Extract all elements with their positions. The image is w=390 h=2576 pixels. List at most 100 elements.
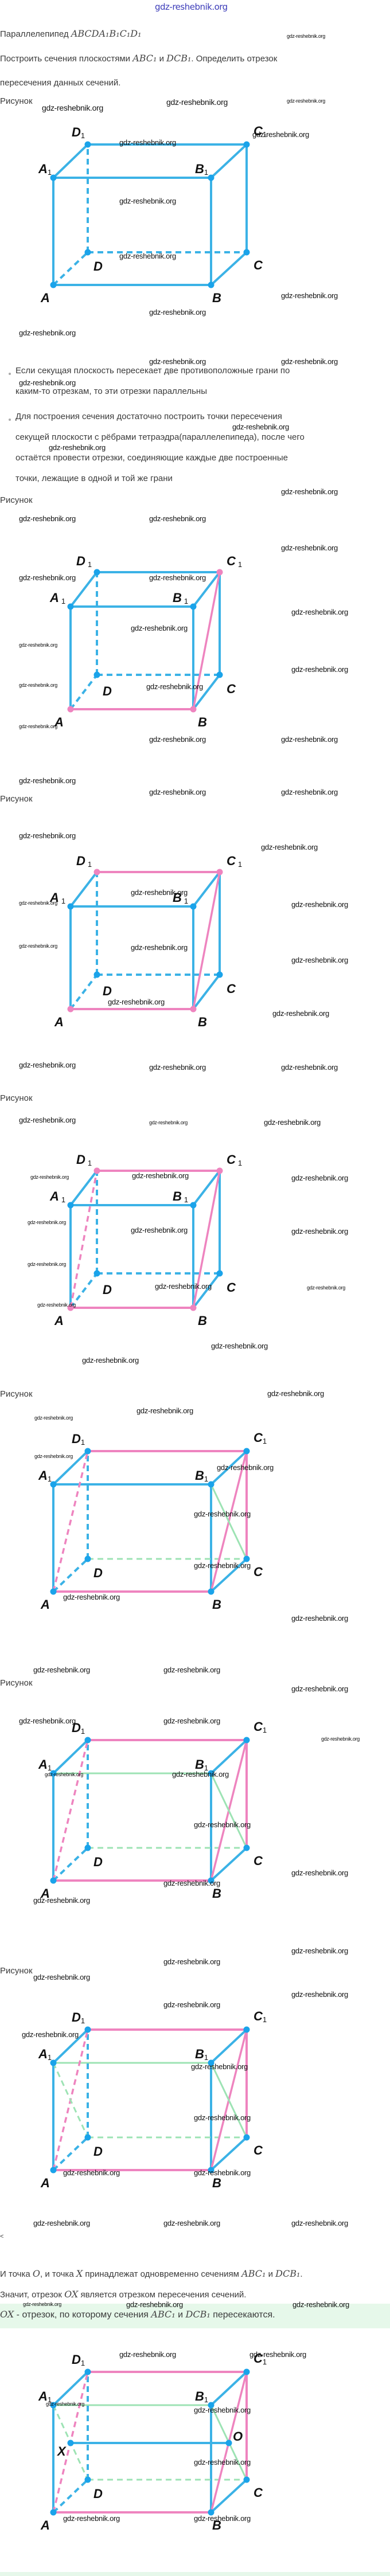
watermark-text: gdz-reshebnik.org — [149, 1063, 206, 1072]
edge-ad — [52, 2136, 89, 2171]
vertex-c1 — [216, 869, 223, 875]
conclusion-text: принадлежат одновременно сечениям — [83, 2269, 242, 2279]
vertex-d — [93, 671, 100, 678]
watermark-text: gdz-reshebnik.org — [191, 2062, 248, 2071]
watermark-text: gdz-reshebnik.org — [194, 1510, 251, 1518]
vertex-b — [208, 1877, 214, 1884]
watermark-text: gdz-reshebnik.org — [281, 544, 338, 552]
segment-ox: OX — [0, 2309, 14, 2320]
watermark-text: gdz-reshebnik.org — [291, 1869, 348, 1877]
label-d: D — [103, 984, 112, 998]
vertex-d — [84, 2134, 91, 2141]
edge-bc — [192, 1272, 221, 1309]
vertex-c — [216, 671, 223, 678]
label-a: A — [40, 2176, 50, 2190]
theory-bullet-2-line-3: остаётся провести отрезки, соединяющие к… — [15, 453, 288, 463]
figure-caption: Рисунок — [0, 1093, 33, 1103]
vertex-c1 — [243, 2368, 250, 2375]
edge-a1d1 — [52, 2028, 89, 2064]
watermark-text: gdz-reshebnik.org — [146, 682, 203, 691]
watermark-text: gdz-reshebnik.org — [119, 197, 176, 205]
edge-a1d1 — [52, 2371, 89, 2406]
label-d: D — [103, 684, 112, 698]
edge-a1d1 — [52, 1450, 89, 1486]
watermark-text: gdz-reshebnik.org — [163, 2219, 220, 2227]
watermark-text: gdz-reshebnik.org — [119, 138, 176, 147]
edge-b1c1 — [192, 1170, 221, 1206]
watermark-text: gdz-reshebnik.org — [63, 1593, 120, 1601]
section-edge-ad1 — [69, 1170, 98, 1308]
watermark-text: gdz-reshebnik.org — [19, 831, 76, 840]
edge-ad — [69, 674, 98, 710]
edge-b1c1 — [210, 2028, 248, 2064]
watermark-text: gdz-reshebnik.org — [281, 788, 338, 796]
vertex-d1 — [84, 2368, 91, 2375]
figure-caption: Рисунок — [0, 96, 33, 106]
plane-abc1: ABC₁ — [241, 2268, 266, 2279]
label-d1: D1 — [72, 2352, 85, 2367]
watermark-text: gdz-reshebnik.org — [291, 2219, 348, 2227]
watermark-text: gdz-reshebnik.org — [194, 1561, 251, 1570]
watermark-text: gdz-reshebnik.org — [149, 573, 206, 582]
watermark-text: gdz-reshebnik.org — [23, 2301, 61, 2307]
label-c: C — [253, 258, 263, 272]
watermark-text: gdz-reshebnik.org — [194, 2458, 251, 2466]
edge-b1c1 — [192, 571, 221, 608]
watermark-text: gdz-reshebnik.org — [19, 1116, 76, 1124]
plane-dcb1: DCB₁ — [185, 2309, 210, 2320]
vertex-a1 — [67, 1202, 74, 1209]
figure-caption: Рисунок — [0, 1966, 33, 1976]
watermark-text: gdz-reshebnik.org — [108, 998, 165, 1006]
conclusion-text: Значит, отрезок — [0, 2290, 65, 2300]
watermark-text: gdz-reshebnik.org — [292, 2300, 349, 2309]
watermark-text: gdz-reshebnik.org — [149, 308, 206, 316]
watermark-text: gdz-reshebnik.org — [131, 624, 188, 632]
watermark-text: gdz-reshebnik.org — [291, 1990, 348, 1999]
vertex-a — [50, 2167, 57, 2174]
watermark-text: gdz-reshebnik.org — [63, 2168, 120, 2177]
watermark-text: gdz-reshebnik.org — [211, 1342, 268, 1350]
vertex-d — [84, 1844, 91, 1851]
edge-a1d1 — [52, 143, 89, 179]
watermark-text: gdz-reshebnik.org — [252, 130, 309, 139]
vertex-a — [50, 1588, 57, 1595]
vertex-d — [84, 1555, 91, 1562]
vertex-c — [243, 2476, 250, 2483]
watermark-text: gdz-reshebnik.org — [30, 1174, 69, 1180]
watermark-text: gdz-reshebnik.org — [82, 1356, 139, 1365]
watermark-text: gdz-reshebnik.org — [291, 1174, 348, 1182]
section-edge-a1d — [52, 2062, 89, 2138]
label-b: B — [212, 2176, 221, 2190]
watermark-text: gdz-reshebnik.org — [136, 1406, 193, 1415]
less-than-mark: < — [0, 2233, 4, 2240]
watermark-text: gdz-reshebnik.org — [19, 900, 57, 906]
label-a: A — [40, 291, 50, 305]
label-d: D — [93, 1855, 103, 1869]
watermark-text: gdz-reshebnik.org — [119, 252, 176, 260]
problem-text: и — [157, 54, 167, 64]
vertex-d1 — [84, 1448, 91, 1455]
answer-box — [0, 2304, 390, 2328]
label-x: X — [56, 2444, 67, 2458]
label-d: D — [93, 2487, 103, 2501]
label-b1: B1 — [195, 2389, 208, 2404]
watermark-text: gdz-reshebnik.org — [19, 514, 76, 523]
vertex-d1 — [93, 569, 100, 576]
label-b: B — [212, 1886, 221, 1901]
watermark-text: gdz-reshebnik.org — [131, 943, 188, 952]
watermark-text: gdz-reshebnik.org — [49, 443, 106, 452]
answer-text: и — [175, 2310, 186, 2320]
vertex-b — [208, 2509, 214, 2516]
conclusion-line-1: И точка O, и точка X принадлежат одновре… — [0, 2268, 303, 2279]
watermark-text: gdz-reshebnik.org — [194, 1820, 251, 1829]
edge-b1c1 — [210, 2371, 248, 2406]
label-a1: A1 — [38, 2389, 52, 2404]
point-o — [225, 2440, 232, 2446]
label-a: A — [40, 2518, 50, 2532]
watermark-text: gdz-reshebnik.org — [42, 103, 103, 112]
vertex-d1 — [84, 141, 91, 148]
vertex-b1 — [190, 1202, 197, 1209]
segment-ox: OX — [64, 2289, 79, 2300]
vertex-a1 — [50, 174, 57, 181]
point-x — [67, 2440, 74, 2446]
